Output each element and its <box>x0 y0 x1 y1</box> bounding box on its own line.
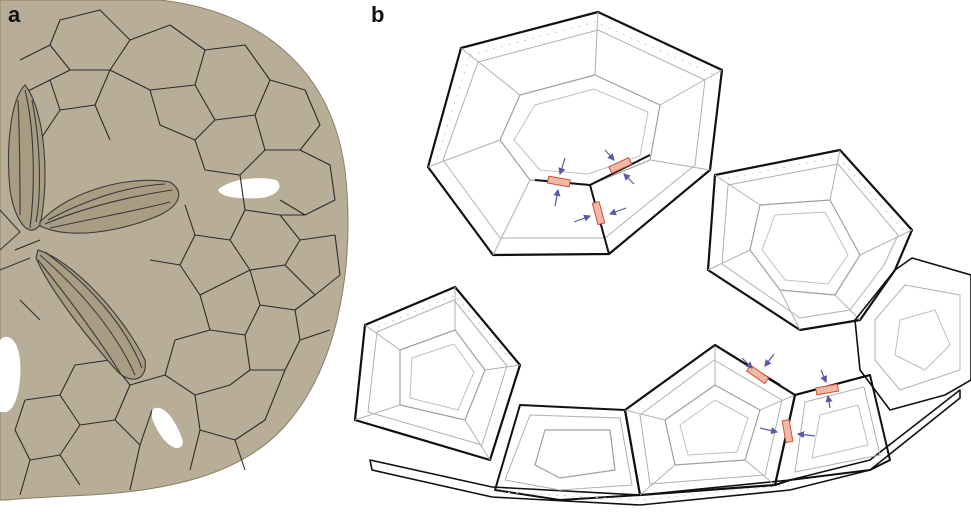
marker-1 <box>547 176 570 187</box>
marker-5 <box>816 384 839 395</box>
edge-dots <box>370 22 905 500</box>
marker-6 <box>782 420 793 443</box>
module-top <box>428 12 722 255</box>
marker-3 <box>592 202 604 225</box>
module-bottom-strip <box>370 345 960 505</box>
panel-a-sand-dollar <box>0 0 348 500</box>
panel-label-b: b <box>371 2 384 28</box>
module-right <box>708 150 912 330</box>
panel-label-a: a <box>8 2 20 28</box>
panel-b-net-diagram <box>355 12 971 505</box>
force-arrows <box>555 150 830 436</box>
module-left <box>355 287 520 460</box>
